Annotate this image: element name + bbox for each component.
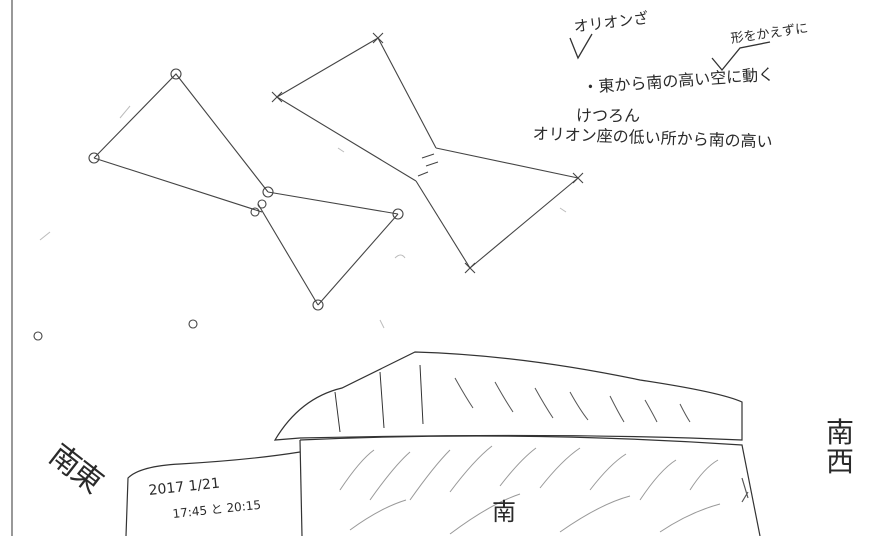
star-circle bbox=[88, 152, 100, 164]
orion-sketch-earlier bbox=[33, 68, 404, 341]
note-checkmarks bbox=[569, 33, 771, 72]
star-circle bbox=[33, 331, 43, 341]
star-cross bbox=[271, 91, 283, 103]
star-circle bbox=[170, 68, 182, 80]
belt-marks bbox=[417, 153, 439, 177]
star-cross bbox=[464, 262, 476, 274]
direction-southwest-label: 南西 bbox=[826, 416, 855, 479]
star-circle bbox=[188, 319, 198, 329]
landscape-sketch bbox=[125, 351, 761, 537]
star-circle bbox=[257, 199, 267, 209]
direction-south-label: 南 bbox=[492, 498, 516, 526]
star-circle bbox=[312, 299, 324, 311]
star-circle bbox=[250, 207, 260, 217]
star-cross bbox=[372, 32, 384, 44]
orion-sketch-later bbox=[271, 32, 584, 274]
star-cross bbox=[572, 172, 584, 184]
star-circle bbox=[262, 186, 274, 198]
star-circle bbox=[392, 208, 404, 220]
faint-marks bbox=[39, 105, 567, 329]
note-conclusion-heading: けつろん bbox=[576, 106, 641, 125]
